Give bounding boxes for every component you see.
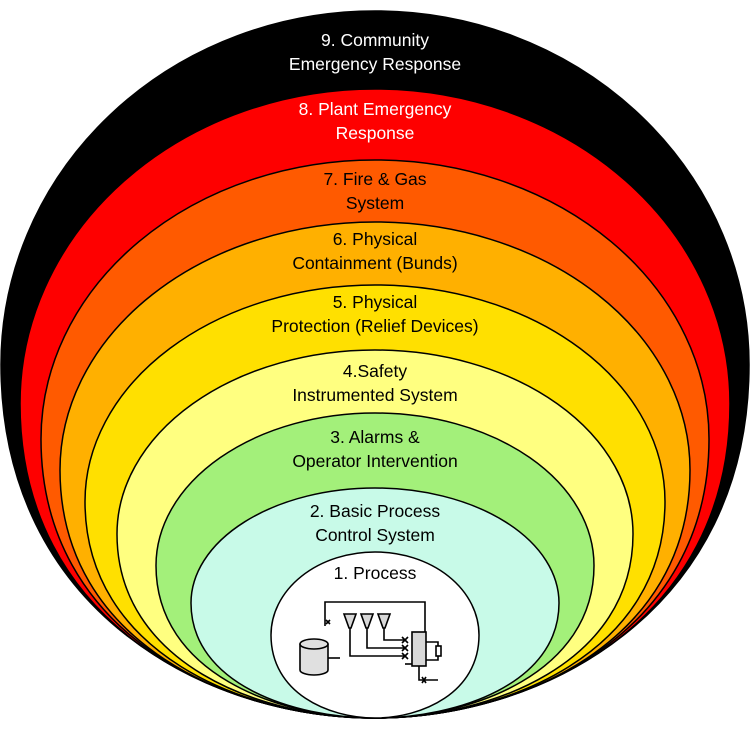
layer-2-label-line-2: Control System	[315, 525, 435, 545]
layer-3-label-line-1: 3. Alarms &	[330, 427, 420, 447]
layer-7-label-line-1: 7. Fire & Gas	[323, 169, 426, 189]
layer-7-label-line-2: System	[346, 193, 404, 213]
layer-6-label-line-1: 6. Physical	[333, 229, 418, 249]
layer-3-label-line-2: Operator Intervention	[292, 451, 457, 471]
layer-4-label-line-2: Instrumented System	[292, 385, 457, 405]
layer-9-label-line-2: Emergency Response	[289, 54, 461, 74]
layer-9-label-line-1: 9. Community	[321, 30, 429, 50]
layer-1-label-line-1: 1. Process	[334, 563, 417, 583]
layer-5-label-line-1: 5. Physical	[333, 292, 418, 312]
layer-1-ring	[270, 551, 480, 719]
layer-4-label-line-1: 4.Safety	[343, 361, 407, 381]
layer-8-label-line-1: 8. Plant Emergency	[299, 99, 452, 119]
layer-5-label-line-2: Protection (Relief Devices)	[271, 316, 478, 336]
process-schematic-icon	[299, 601, 442, 684]
layer-8-label-line-2: Response	[336, 123, 415, 143]
layer-2-label-line-1: 2. Basic Process	[310, 501, 441, 521]
layer-6-label-line-2: Containment (Bunds)	[292, 253, 457, 273]
